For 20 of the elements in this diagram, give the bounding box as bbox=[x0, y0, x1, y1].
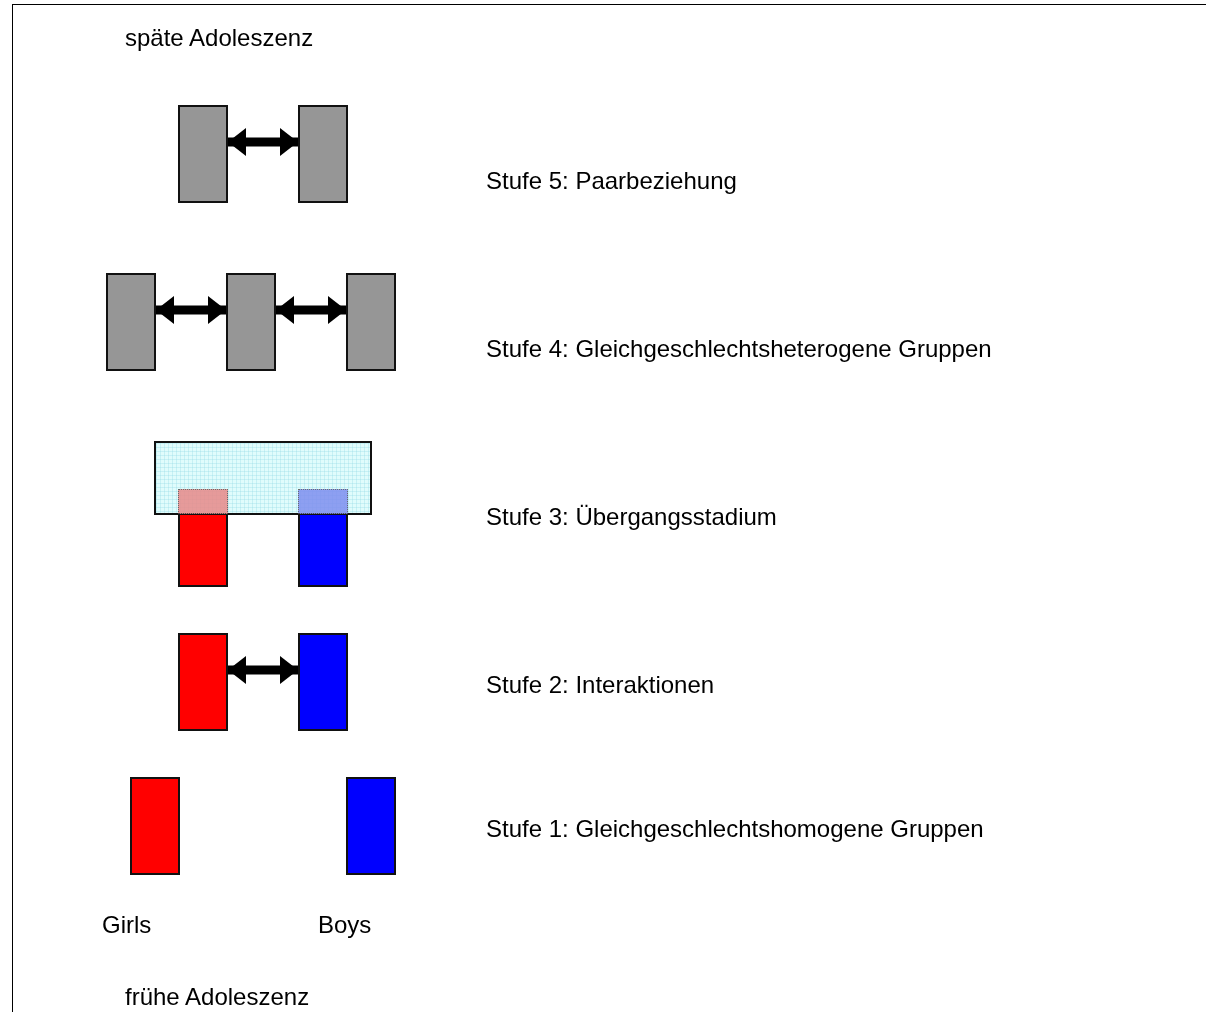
person-block-rectangle bbox=[178, 633, 228, 731]
person-block-rectangle bbox=[130, 777, 180, 875]
stage-caption: Stufe 5: Paarbeziehung bbox=[486, 167, 737, 195]
stage-caption: Stufe 2: Interaktionen bbox=[486, 671, 715, 699]
person-block-rectangle bbox=[298, 105, 348, 203]
person-block-rectangle bbox=[226, 273, 276, 371]
person-block-rectangle bbox=[106, 273, 156, 371]
stage-caption: Stufe 4: Gleichgeschlechtsheterogene Gruppen bbox=[486, 335, 992, 363]
person-block-rectangle bbox=[346, 777, 396, 875]
person-block-rectangle bbox=[178, 105, 228, 203]
column-label: Girls bbox=[102, 911, 152, 939]
column-label: Boys bbox=[318, 911, 372, 939]
stage-label: späte Adoleszenz bbox=[125, 24, 314, 52]
stage-caption: Stufe 3: Übergangsstadium bbox=[486, 503, 777, 531]
person-block-rectangle bbox=[346, 273, 396, 371]
person-block-rectangle bbox=[298, 513, 348, 587]
stage-label: frühe Adoleszenz bbox=[125, 983, 310, 1011]
person-block-rectangle bbox=[178, 513, 228, 587]
stage-caption: Stufe 1: Gleichgeschlechtshomogene Gruppen bbox=[486, 815, 984, 843]
person-block-rectangle bbox=[298, 633, 348, 731]
